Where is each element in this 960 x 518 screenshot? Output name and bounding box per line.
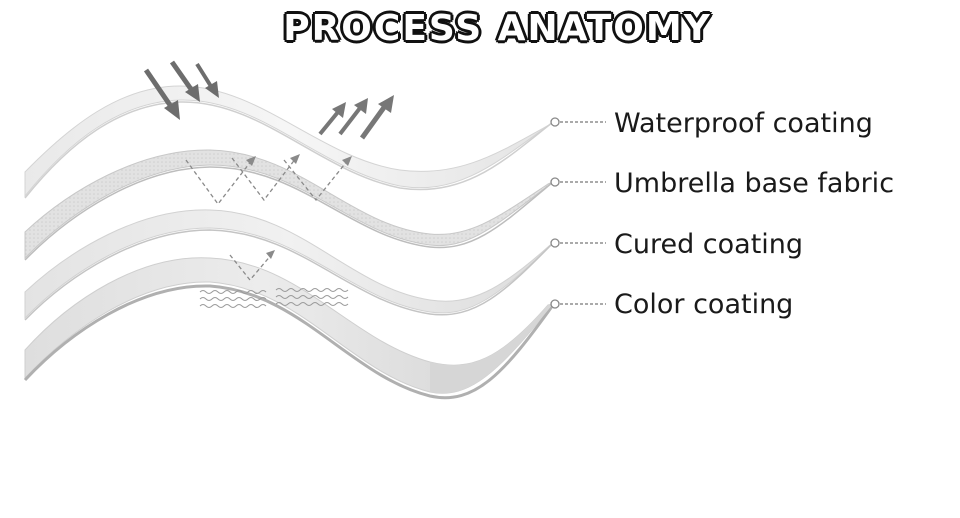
leader-line-base-fabric [550,177,606,187]
label-umbrella-base-fabric: Umbrella base fabric [614,168,895,199]
leader-line-color [550,299,606,309]
label-waterproof-coating: Waterproof coating [614,108,873,139]
diagram-title: PROCESS ANATOMY [283,8,712,49]
bounce-arrows-icon [185,157,349,282]
wave-pattern-icon [199,288,349,308]
layer-color-coating [23,257,555,400]
leader-line-cured [550,238,606,248]
incoming-arrows-icon [143,60,219,120]
label-color-coating: Color coating [614,289,794,320]
label-cured-coating: Cured coating [614,229,804,260]
leader-line-waterproof [550,117,606,127]
outgoing-arrows-icon [318,95,394,140]
bounce-arrow-heads [246,154,352,259]
